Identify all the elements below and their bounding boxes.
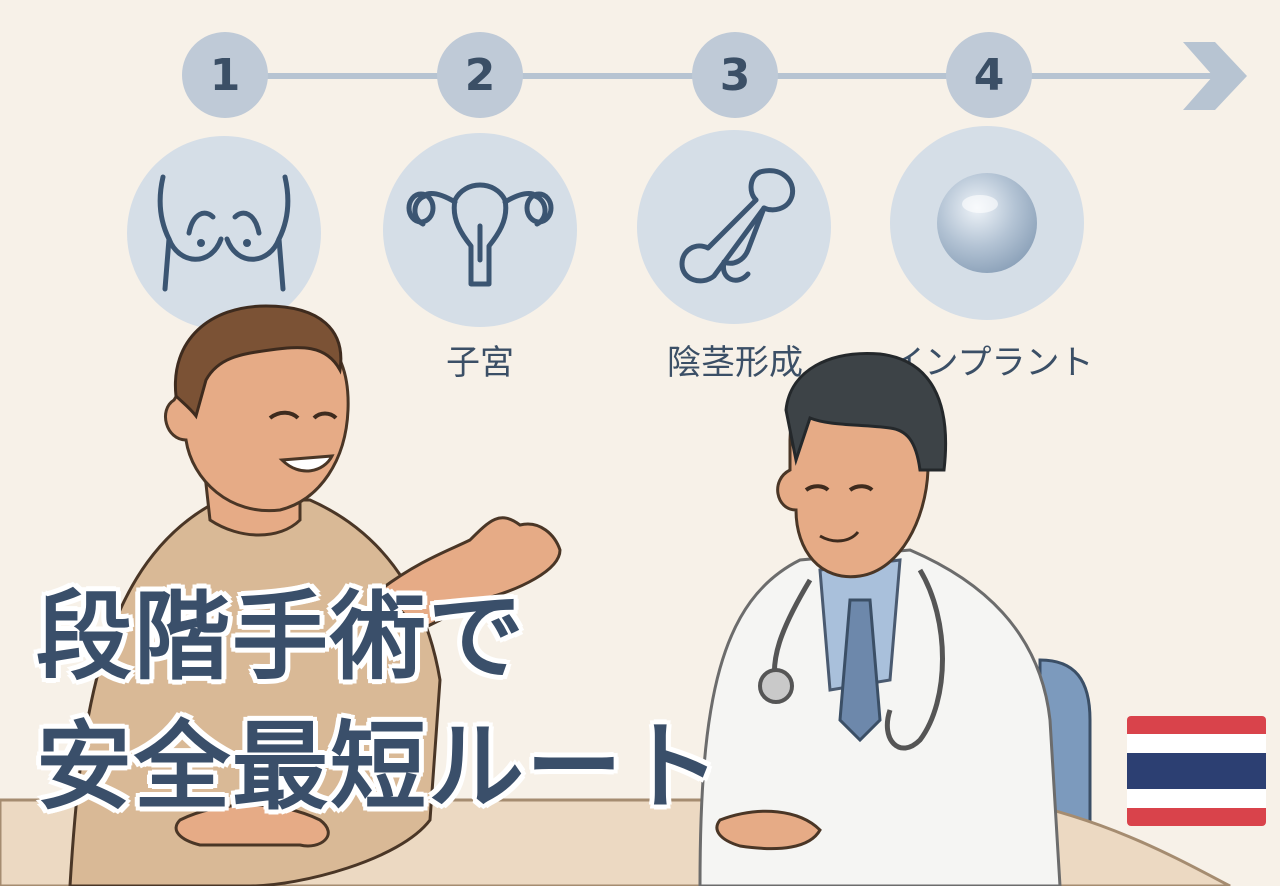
- headline-line-1: 段階手術で: [36, 581, 526, 693]
- step-number-3: 3: [692, 32, 778, 118]
- step-3-icon-circle: [637, 130, 831, 324]
- step-number-4: 4: [946, 32, 1032, 118]
- uterus-icon: [406, 182, 554, 287]
- step-2-icon-circle: [383, 133, 577, 327]
- arrow-right-icon: [1183, 42, 1247, 110]
- phallus-icon: [679, 168, 796, 284]
- step-3-label: 陰茎形成: [667, 343, 803, 383]
- breasts-icon: [157, 174, 291, 292]
- step-number-1: 1: [182, 32, 268, 118]
- thailand-flag-icon: [1127, 716, 1266, 826]
- consultation-illustration: [0, 304, 1231, 886]
- step-number-2: 2: [437, 32, 523, 118]
- step-1-icon-circle: [127, 136, 321, 330]
- step-4-icon-circle: [890, 126, 1084, 320]
- headline-line-2: 安全最短ルート: [36, 711, 722, 823]
- step-2-label: 子宮: [446, 343, 514, 383]
- implant-icon: [937, 173, 1037, 273]
